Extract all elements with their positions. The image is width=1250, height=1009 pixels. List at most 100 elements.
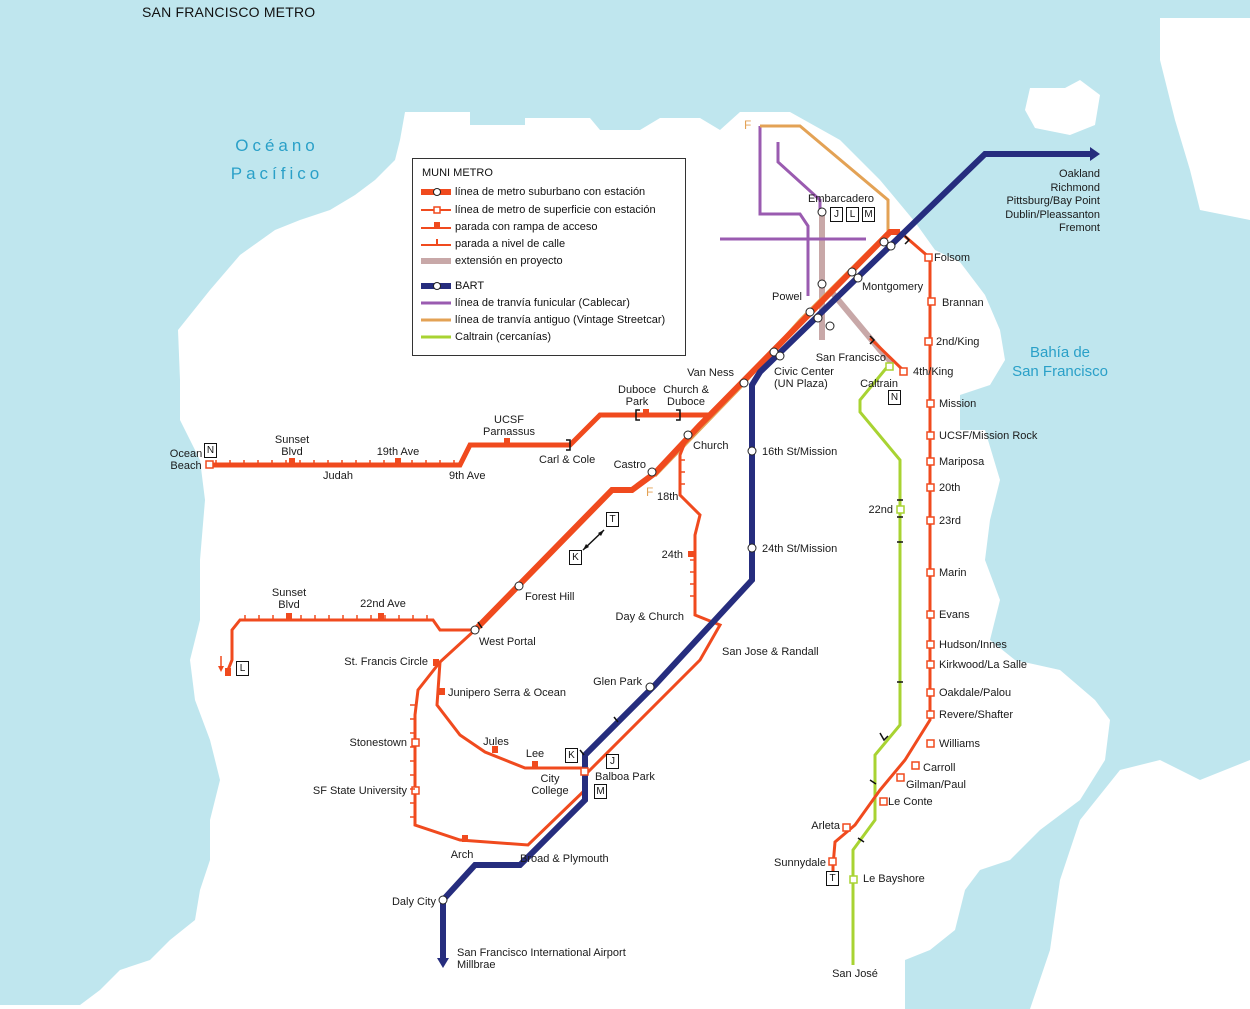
line-badge-k-diagonal: K (569, 550, 582, 565)
bay-label-line2: San Francisco (1012, 363, 1108, 380)
ramp-arch (462, 835, 468, 842)
label-san-jose: San José (832, 968, 878, 980)
label-ocean-beach-line1: Ocean (169, 448, 203, 460)
station-stonestown (411, 738, 420, 747)
legend-label: parada con rampa de acceso (455, 221, 598, 233)
label-23rd: 23rd (939, 515, 962, 527)
label-castro: Castro (613, 459, 646, 471)
surface-stations (205, 253, 936, 866)
east-bay-land (1025, 80, 1100, 135)
line-badge-j: J (830, 207, 843, 222)
ramp-22nd-ave (378, 613, 384, 620)
label-williams: Williams (939, 738, 980, 750)
label-church-duboce-line1: Church & (663, 384, 709, 396)
label-sunnydale: Sunnydale (774, 857, 826, 869)
l-down-arrow-head (218, 666, 224, 672)
label-marin: Marin (939, 567, 967, 579)
label-folsom: Folsom (934, 252, 971, 264)
station-van-ness (739, 378, 749, 388)
station-glen-park (645, 682, 655, 692)
sf-land (0, 112, 1110, 1009)
label-stonestown: Stonestown (349, 737, 407, 749)
label-evans: Evans (939, 609, 970, 621)
airport-dest-millbrae: Millbrae (457, 959, 496, 971)
station-gilman (896, 773, 905, 782)
label-sunset-l-line2: Blvd (278, 599, 300, 611)
ramp-duboce (643, 409, 649, 416)
ramp-sunset-l (286, 613, 292, 620)
label-lee: Lee (525, 748, 545, 760)
label-20th: 20th (939, 482, 961, 494)
label-oakdale: Oakdale/Palou (939, 687, 1012, 699)
legend-label: parada a nivel de calle (455, 238, 566, 250)
station-church (683, 430, 693, 440)
airport-dest-sfo: San Francisco International Airport (457, 947, 626, 959)
station-castro (647, 467, 657, 477)
station-16th (747, 446, 757, 456)
line-badge-m-balboa: M (594, 784, 607, 799)
label-judah: Judah (323, 470, 353, 482)
planned-extension-icon (421, 258, 451, 264)
label-van-ness: Van Ness (687, 367, 734, 379)
label-montgomery: Montgomery (862, 281, 924, 293)
label-sunset-n-line2: Blvd (281, 446, 303, 458)
label-church-duboce-line2: Duboce (667, 396, 705, 408)
label-ucsf-parnassus: UCSF Parnassus (483, 414, 535, 438)
label-powel: Powel (772, 291, 802, 303)
label-sunset-l-line1: Sunset (271, 587, 307, 599)
line-badge-t-sunnydale: T (826, 871, 839, 886)
muni-duboce-branch (210, 412, 710, 468)
label-24th-mission: 24th St/Mission (762, 543, 838, 555)
line-badge-n-ocean: N (204, 443, 217, 458)
station-mariposa (926, 457, 935, 466)
line-badge-l: L (846, 207, 859, 222)
ramp-24th (688, 551, 695, 557)
muni-t-north (868, 336, 907, 374)
label-ocean-beach: Ocean Beach (170, 448, 202, 472)
line-badge-l-terminus: L (236, 661, 249, 676)
south-east-land (1030, 760, 1250, 1009)
label-san-jose-randall: San Jose & Randall (722, 646, 819, 658)
label-junipero-serra: Junipero Serra & Ocean (448, 687, 567, 699)
station-arleta (842, 823, 851, 832)
label-civic-line1: Civic Center (774, 366, 834, 378)
legend-row-ramp: parada con rampa de acceso (413, 220, 685, 234)
muni-surface-icon (421, 206, 451, 214)
station-caltrain-sf (885, 362, 894, 371)
ramp-lee (532, 761, 538, 768)
label-ucsf-line1: UCSF (494, 414, 524, 426)
label-forest-hill: Forest Hill (525, 591, 575, 603)
label-duboce-park-line1: Duboce (618, 384, 656, 396)
label-caltrain: Caltrain (860, 378, 898, 390)
f-line-mark-north: F (744, 118, 752, 132)
label-2nd-king: 2nd/King (936, 336, 980, 348)
label-arch: Arch (450, 849, 474, 861)
legend-label: extensión en proyecto (455, 255, 563, 267)
station-west-portal (470, 625, 480, 635)
label-16th-mission: 16th St/Mission (762, 446, 838, 458)
bart-arrow-south (437, 958, 449, 968)
station-24th (747, 543, 757, 553)
cable-car-icon (421, 301, 451, 305)
station-kirkwood (926, 660, 935, 669)
legend-box: MUNI METRO línea de metro suburbano con … (412, 158, 686, 356)
station-le-conte (879, 797, 888, 806)
label-city-college-line1: City (540, 773, 560, 785)
label-sunset-blvd-l: Sunset Blvd (272, 587, 306, 611)
cable-car-line-2 (776, 142, 822, 210)
muni-j-line (583, 434, 723, 777)
legend-label: línea de tranvía antiguo (Vintage Street… (455, 314, 666, 326)
label-4th-king: 4th/King (913, 366, 954, 378)
ocean-label: Océano Pacífico (212, 132, 342, 188)
street-stop-icon (421, 239, 451, 246)
muni-m-line (413, 628, 587, 847)
station-brannan (927, 297, 936, 306)
subway-stations (438, 207, 896, 905)
bart-icon (421, 282, 451, 290)
ramp-stops (225, 409, 695, 842)
ocean-label-line1: Océano (235, 136, 319, 155)
station-embarcadero-bart (886, 241, 896, 251)
portal-brackets (477, 235, 911, 843)
station-revere (926, 710, 935, 719)
k-t-arrow-head-2 (598, 530, 604, 536)
